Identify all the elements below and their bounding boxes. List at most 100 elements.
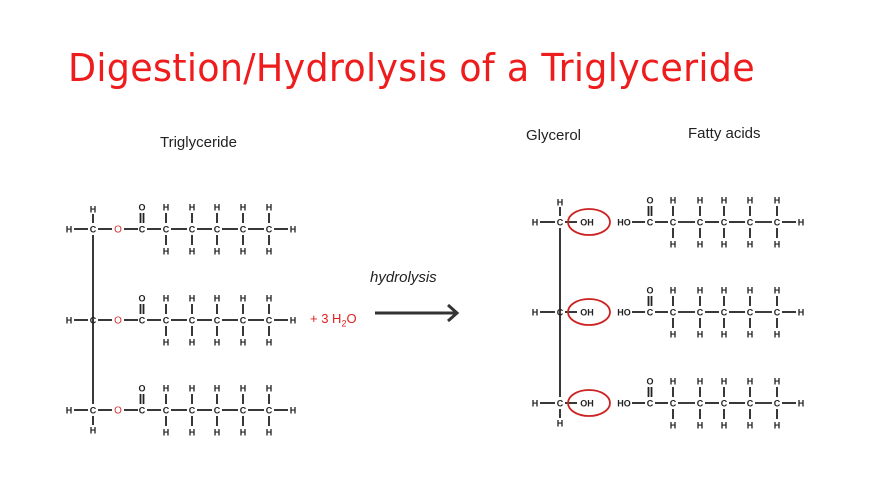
atom-label: C	[721, 218, 728, 228]
atom-label: C	[774, 218, 781, 228]
atom-label: H	[163, 338, 170, 348]
atom-label: C	[747, 399, 754, 409]
atom-label: H	[670, 240, 677, 250]
hydroxyl-group: OH	[580, 218, 594, 228]
water-reagent: + 3 H2O	[310, 311, 357, 329]
triglyceride-molecule: H C H O C O C H H C H H C H H C H H C H H H H C O C O C H H C H H C H H C H H C…	[66, 203, 297, 438]
atom-label: H	[747, 377, 754, 387]
atom-label: H	[697, 377, 704, 387]
atom-label: C	[90, 406, 97, 416]
carbonyl-oxygen: O	[138, 203, 145, 213]
atom-label: H	[189, 247, 196, 257]
glycerol-label: Glycerol	[526, 127, 582, 144]
ester-oxygen: O	[114, 225, 122, 236]
atom-label: H	[163, 203, 170, 213]
atom-label: H	[747, 286, 754, 296]
atom-label: H	[697, 286, 704, 296]
atom-label: H	[214, 294, 221, 304]
atom-label: H	[214, 247, 221, 257]
atom-label: H	[290, 316, 297, 326]
atom-label: C	[774, 308, 781, 318]
bond-break-circle	[567, 208, 611, 236]
atom-label: H	[66, 225, 73, 235]
atom-label: H	[774, 196, 781, 206]
carbonyl-oxygen: O	[138, 294, 145, 304]
atom-label: C	[647, 308, 654, 318]
atom-label: H	[774, 286, 781, 296]
atom-label: C	[670, 218, 677, 228]
atom-label: H	[798, 308, 805, 318]
atom-label: C	[721, 308, 728, 318]
atom-label: H	[240, 338, 247, 348]
atom-label: H	[670, 421, 677, 431]
atom-label: H	[721, 286, 728, 296]
atom-label: H	[266, 338, 273, 348]
atom-label: C	[214, 406, 221, 416]
atom-label: C	[214, 316, 221, 326]
atom-label: H	[774, 377, 781, 387]
atom-label: C	[557, 399, 564, 409]
bond-break-circle	[567, 389, 611, 417]
atom-label: C	[557, 218, 564, 228]
reaction-arrow	[375, 303, 460, 323]
atom-label: H	[240, 203, 247, 213]
atom-label: C	[139, 225, 146, 235]
atom-label: C	[266, 316, 273, 326]
carbonyl-oxygen: O	[646, 377, 653, 387]
atom-label: C	[697, 218, 704, 228]
atom-label: C	[747, 308, 754, 318]
atom-label: H	[532, 218, 539, 228]
atom-label: H	[670, 330, 677, 340]
atom-label: H	[532, 308, 539, 318]
atom-label: H	[240, 428, 247, 438]
atom-label: C	[240, 406, 247, 416]
atom-label: C	[557, 308, 564, 318]
atom-label: C	[90, 316, 97, 326]
atom-label: H	[163, 294, 170, 304]
carboxyl-hydroxyl: HO	[617, 218, 631, 228]
carboxyl-hydroxyl: HO	[617, 308, 631, 318]
atom-label: H	[774, 240, 781, 250]
hydroxyl-group: OH	[580, 399, 594, 409]
atom-label: H	[266, 203, 273, 213]
atom-label: C	[240, 225, 247, 235]
atom-label: H	[214, 428, 221, 438]
atom-label: H	[189, 384, 196, 394]
carbonyl-oxygen: O	[646, 196, 653, 206]
atom-label: C	[189, 316, 196, 326]
atom-label: C	[189, 225, 196, 235]
atom-label: C	[697, 308, 704, 318]
atom-label: C	[721, 399, 728, 409]
atom-label: H	[266, 384, 273, 394]
atom-label: H	[189, 428, 196, 438]
atom-label: H	[670, 377, 677, 387]
atom-label: C	[139, 316, 146, 326]
atom-label: C	[139, 406, 146, 416]
atom-label: H	[774, 330, 781, 340]
atom-label: H	[747, 421, 754, 431]
atom-label: H	[697, 330, 704, 340]
atom-label: H	[66, 406, 73, 416]
atom-label: H	[240, 247, 247, 257]
atom-label: H	[557, 419, 564, 429]
atom-label: H	[697, 421, 704, 431]
atom-label: C	[214, 225, 221, 235]
bond-break-circle	[567, 298, 611, 326]
atom-label: H	[798, 218, 805, 228]
carbonyl-oxygen: O	[138, 384, 145, 394]
atom-label: H	[163, 384, 170, 394]
atom-label: H	[214, 338, 221, 348]
hydrolysis-label: hydrolysis	[370, 269, 437, 286]
ester-oxygen: O	[114, 406, 122, 417]
atom-label: H	[721, 196, 728, 206]
atom-label: C	[189, 406, 196, 416]
atom-label: C	[163, 225, 170, 235]
atom-label: H	[721, 421, 728, 431]
atom-label: C	[697, 399, 704, 409]
atom-label: H	[163, 247, 170, 257]
atom-label: H	[290, 225, 297, 235]
atom-label: C	[647, 218, 654, 228]
atom-label: H	[189, 338, 196, 348]
fatty-acids-label: Fatty acids	[688, 125, 761, 142]
atom-label: C	[266, 225, 273, 235]
